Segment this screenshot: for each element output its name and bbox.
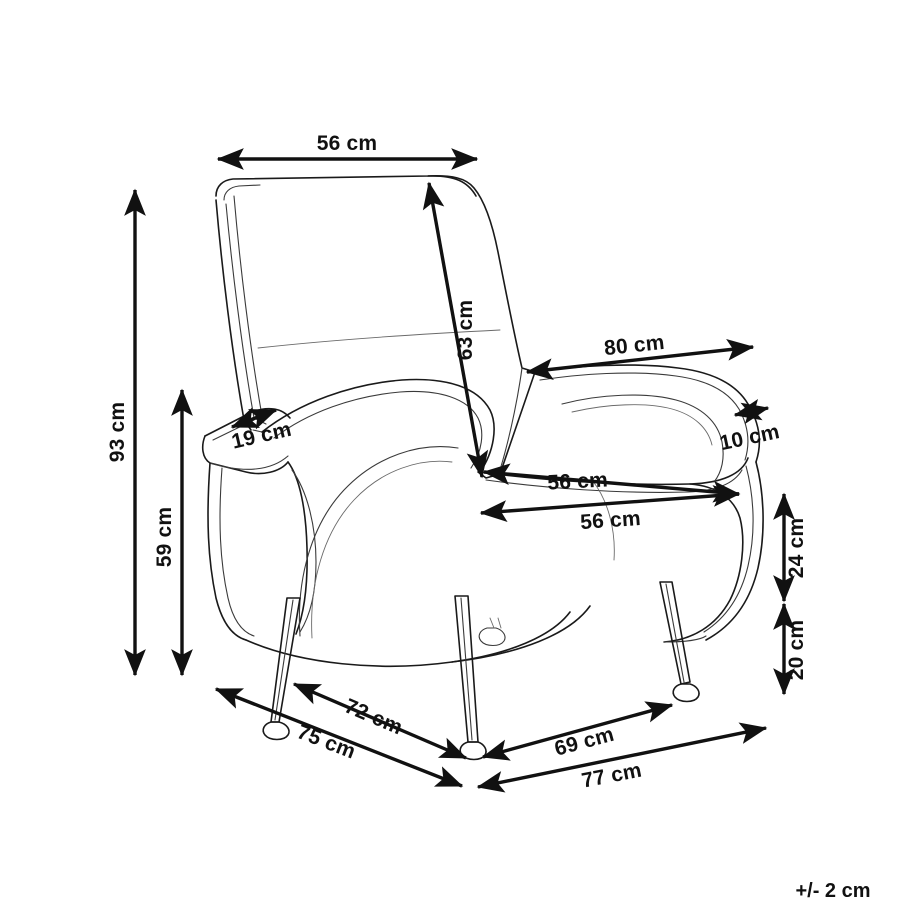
dimension-line-base-left-outer <box>214 687 464 788</box>
dimension-seat-height-upper: 24 cm <box>773 492 808 603</box>
dimension-line-overall-depth-top <box>525 339 755 380</box>
dimension-top-width: 56 cm <box>216 132 479 170</box>
dimension-label-seat-height-upper: 24 cm <box>785 518 808 579</box>
dimension-label-total-height: 93 cm <box>106 402 129 463</box>
dimension-backrest-height: 59 cm <box>153 388 193 677</box>
dimension-seat-depth-diagonal: 56 cm <box>482 463 741 503</box>
dimension-label-backrest-height: 59 cm <box>153 507 176 568</box>
dimension-backrest-diagonal: 63 cm <box>422 181 489 479</box>
dimension-base-right-outer: 77 cm <box>476 722 768 793</box>
dimension-line-base-right-outer <box>476 722 768 793</box>
dimension-line-seat-width <box>479 485 741 522</box>
dimension-label-seat-width: 56 cm <box>580 507 642 534</box>
dimension-label-arm-thickness: 10 cm <box>718 420 782 455</box>
dimension-line-armrest-width <box>230 407 278 430</box>
tolerance-note: +/- 2 cm <box>795 880 870 902</box>
dimension-line-backrest-diagonal <box>422 181 489 479</box>
dimension-line-arm-thickness <box>733 398 770 425</box>
dimension-label-top-width: 56 cm <box>317 132 378 155</box>
dimension-label-base-left-outer: 75 cm <box>294 720 359 763</box>
dimension-label-base-left-inner: 72 cm <box>341 695 406 740</box>
dimension-total-height: 93 cm <box>106 188 146 677</box>
dimension-label-backrest-diagonal: 63 cm <box>454 300 477 361</box>
dimension-label-seat-depth-diagonal: 56 cm <box>547 468 609 494</box>
dimension-label-leg-height: 20 cm <box>785 620 808 681</box>
dimension-seat-width: 56 cm <box>479 485 741 534</box>
armchair-outline <box>201 175 764 761</box>
dimension-label-overall-depth-top: 80 cm <box>603 331 666 360</box>
dimension-arm-thickness: 10 cm <box>718 398 782 455</box>
dimension-leg-height: 20 cm <box>773 602 808 696</box>
